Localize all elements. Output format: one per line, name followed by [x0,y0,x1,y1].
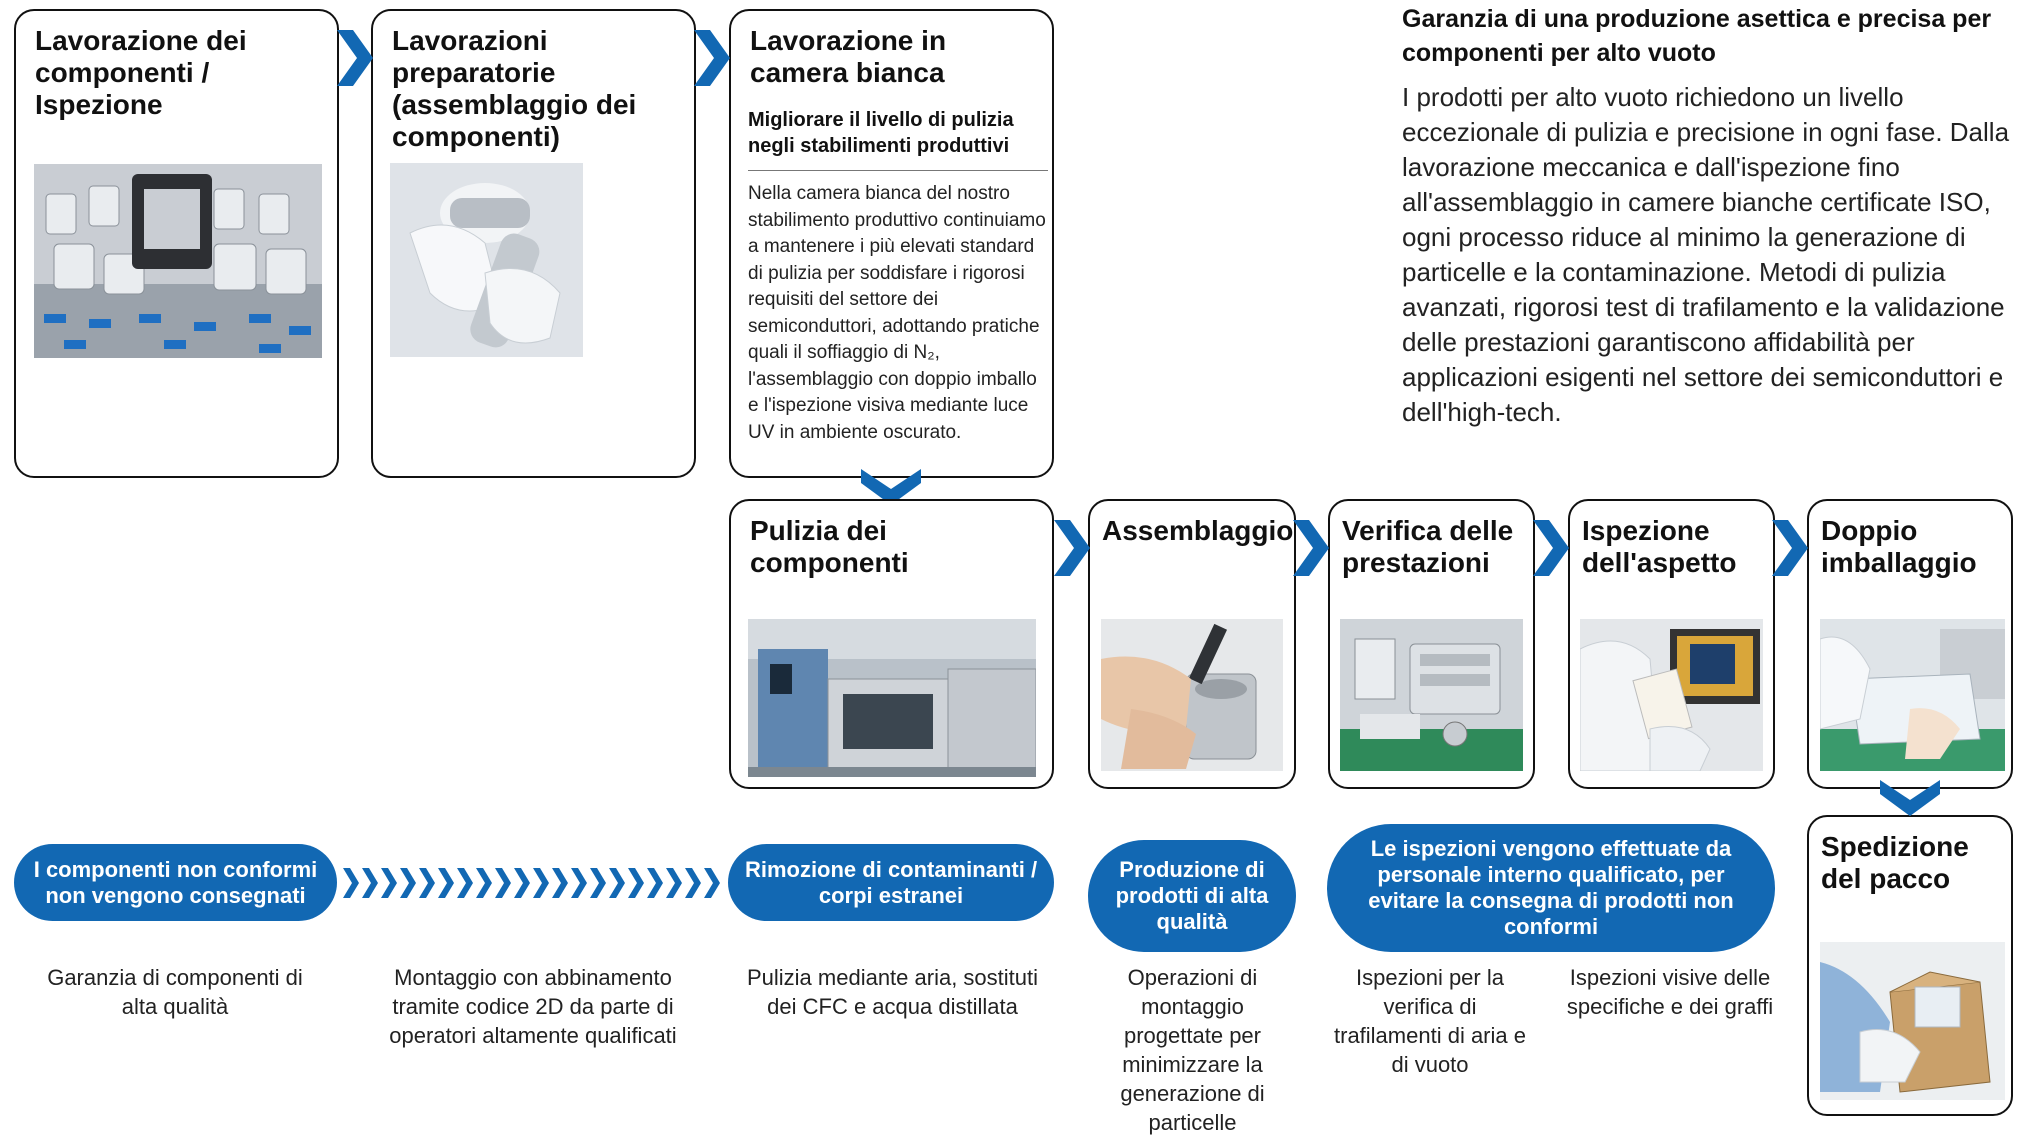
step-packaging-box: Doppio imballaggio [1807,499,2013,789]
pill-quality: Produzione di prodotti di alta qualità [1088,840,1296,952]
chevron-right-icon [694,30,730,91]
cleanroom-body: Nella camera bianca del nostro stabilime… [748,183,1046,443]
pill-nonconforming: I componenti non conformi non vengono co… [14,844,337,921]
intro-text: I prodotti per alto vuoto richiedono un … [1402,82,2010,427]
step-cleaning-title: Pulizia dei componenti [750,515,909,578]
step-cleaning-box: Pulizia dei componenti [729,499,1054,789]
step-assembly-title: Assemblaggio [1102,515,1294,546]
pill-contaminants-text: Rimozione di contaminanti / corpi estran… [744,856,1038,908]
assembly-photo [1101,619,1283,771]
step-prep-title: Lavorazioni preparatorie (assemblaggio d… [392,25,637,152]
pill-quality-text: Produzione di prodotti di alta qualità [1115,857,1269,934]
step-appearance-title: Ispezione dell'aspetto [1582,515,1737,578]
appearance-photo [1580,619,1763,771]
pill-inspections-text: Le ispezioni vengono effettuate da perso… [1368,836,1734,939]
step-shipping-box: Spedizione del pacco [1807,815,2013,1116]
cleaning-photo [748,619,1036,777]
desc-components: Garanzia di componenti di alta qualità [47,965,303,1019]
performance-photo [1340,619,1523,771]
pill-contaminants: Rimozione di contaminanti / corpi estran… [728,844,1054,921]
step-shipping-title: Spedizione del pacco [1821,831,1969,894]
chevron-right-icon [1054,520,1090,581]
step-machining-box: Lavorazione dei componenti / Ispezione [14,9,339,478]
pill-inspections: Le ispezioni vengono effettuate da perso… [1327,824,1775,952]
step-performance-title: Verifica delle prestazioni [1342,515,1514,578]
desc-assembly-ops: Operazioni di montaggio progettate per m… [1120,965,1265,1135]
chevron-chain-icon [343,868,728,903]
desc-visual: Ispezioni visive delle specifiche e dei … [1566,965,1774,1019]
chevron-right-icon [1293,520,1329,581]
desc-leak: Ispezioni per la verifica di trafilament… [1334,965,1526,1077]
chevron-right-icon [1772,520,1808,581]
chevron-down-icon [1880,780,1940,821]
step-assembly-box: Assemblaggio [1088,499,1296,789]
desc-cleaning: Pulizia mediante aria, sostituti dei CFC… [746,965,1039,1019]
step-prep-box: Lavorazioni preparatorie (assemblaggio d… [371,9,696,478]
prep-photo [390,163,583,357]
step-cleanroom-title: Lavorazione in camera bianca [750,25,947,88]
shipping-photo [1820,942,2005,1100]
step-cleanroom-box: Lavorazione in camera bianca Migliorare … [729,9,1054,478]
step-appearance-box: Ispezione dell'aspetto [1568,499,1775,789]
machining-photo [34,164,322,358]
cleanroom-subtitle: Migliorare il livello di pulizia negli s… [748,109,1014,157]
step-performance-box: Verifica delle prestazioni [1328,499,1535,789]
intro-title: Garanzia di una produzione asettica e pr… [1402,5,1992,67]
chevron-right-icon [1533,520,1569,581]
chevron-right-icon [337,30,373,91]
cleanroom-divider [748,170,1048,171]
chevron-down-icon [861,469,921,510]
step-packaging-title: Doppio imballaggio [1821,515,1977,578]
step-machining-title: Lavorazione dei componenti / Ispezione [35,25,247,120]
packaging-photo [1820,619,2005,771]
pill-nonconforming-text: I componenti non conformi non vengono co… [33,856,318,908]
desc-mounting: Montaggio con abbinamento tramite codice… [389,965,677,1048]
